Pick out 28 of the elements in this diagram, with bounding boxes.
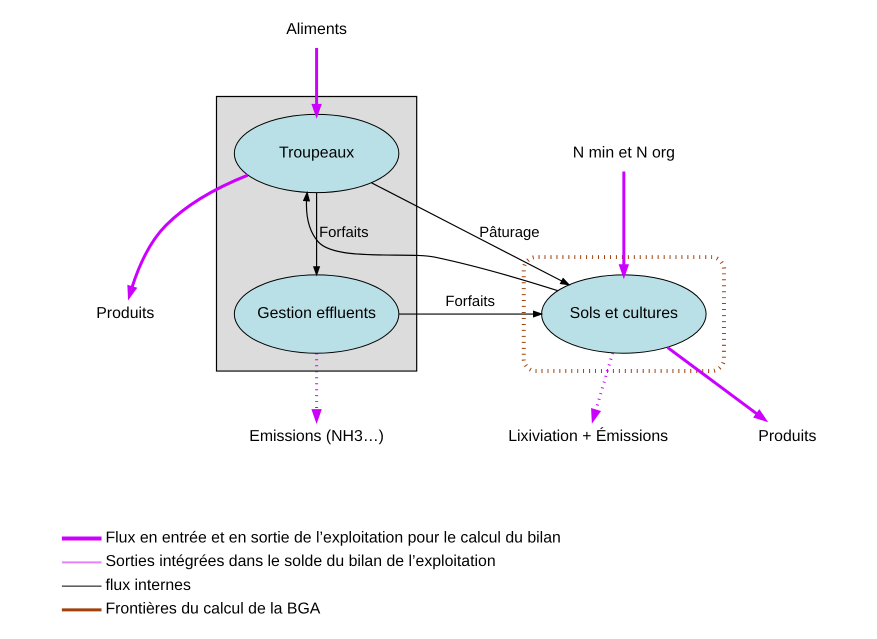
arrow [371,182,570,286]
arrow [302,190,558,292]
node-text: N min et N org [572,144,675,162]
edge-label: Pâturage [479,225,540,242]
legend-label: Frontières du calcul de la BGA [105,600,320,618]
cluster [522,255,726,374]
edge-label: Forfaits [445,294,495,310]
node-ellipse: Troupeaux [234,114,400,194]
node-text: Produits [758,428,816,446]
arrow [398,310,544,318]
node-ellipse: Sols et cultures [541,274,707,354]
node-text: Emissions (NH3…) [249,428,384,446]
legend-label: Flux en entrée et en sortie de l’exploitation pour le calcul du bilan [105,529,561,546]
node-text: Aliments [286,20,347,38]
edge-label: Forfaits [319,225,369,242]
node-text: Produits [96,304,154,322]
arrow [127,174,248,300]
arrow [311,353,322,424]
node-text: Lixiviation + Émissions [508,428,668,446]
arrow [311,48,322,119]
arrow [591,352,614,424]
arrow [312,192,320,277]
node-ellipse: Gestion effluents [234,274,400,354]
cluster [216,96,418,372]
legend-label: flux internes [105,576,191,594]
legend-label: Sorties intégrées dans le solde du bilan de l’exploitation [105,553,496,570]
arrow [618,171,630,280]
arrow [666,346,768,422]
